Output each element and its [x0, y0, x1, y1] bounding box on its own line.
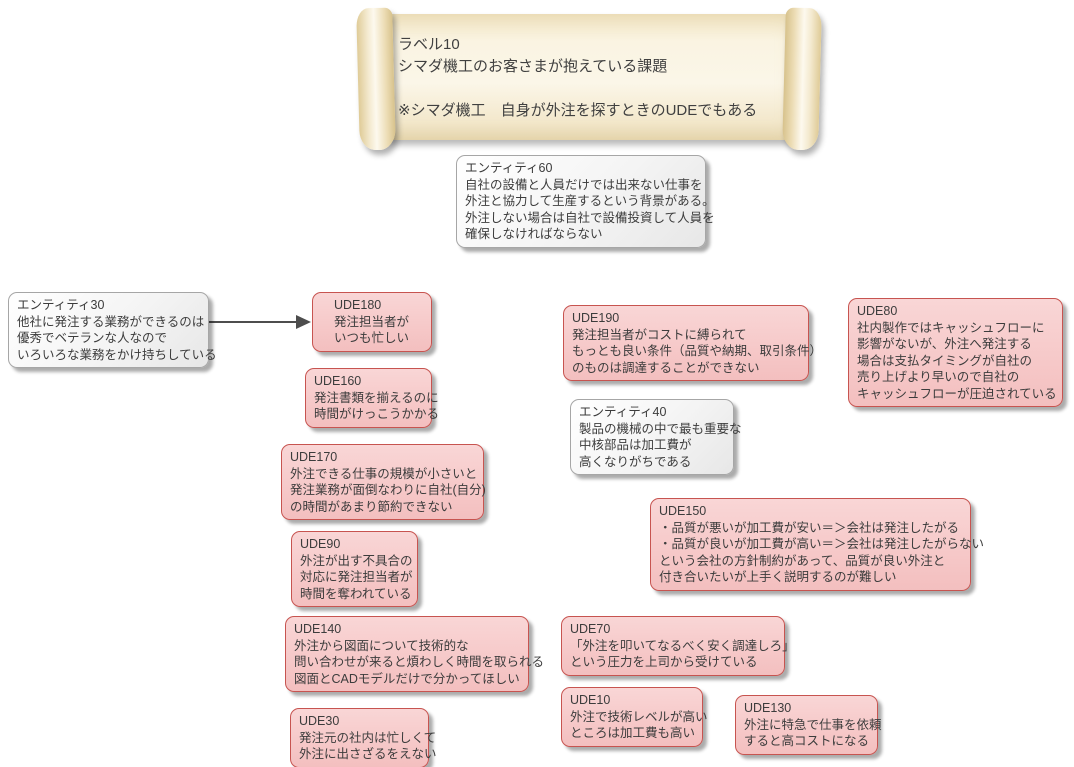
- node-ude70[interactable]: UDE70 「外注を叩いてなるべく安く調達しろ」 という圧力を上司から受けている: [561, 616, 795, 676]
- node-text-line: 発注元の社内は忙しくて: [299, 730, 437, 745]
- node-id-label: UDE190: [572, 311, 620, 325]
- node-text-line: 発注業務が面倒なわりに自社(自分): [290, 483, 486, 497]
- node-text-line: 発注担当者が: [334, 314, 410, 329]
- node-text-line: 売り上げより早いので自社の: [857, 370, 1020, 384]
- node-text-line: のものは調達することができない: [572, 360, 760, 375]
- node-text-line: 外注が出す不具合の: [300, 553, 413, 568]
- node-id-label: エンティティ60: [465, 161, 553, 175]
- node-text-line: 社内製作ではキャッシュフローに: [857, 320, 1045, 335]
- node-text-line: すると高コストになる: [744, 734, 870, 748]
- node-id-label: UDE160: [314, 374, 362, 388]
- node-ude30[interactable]: UDE30 発注元の社内は忙しくて 外注に出さざるをえない: [290, 708, 437, 767]
- node-entity60[interactable]: エンティティ60 自社の設備と人員だけでは出来ない仕事を 外注と協力して生産する…: [456, 155, 715, 248]
- node-entity40[interactable]: エンティティ40 製品の機械の中で最も重要な 中核部品は加工費が 高くなりがちで…: [570, 399, 742, 475]
- node-id-label: UDE30: [299, 714, 340, 728]
- node-id-label: UDE130: [744, 701, 792, 715]
- node-id-label: UDE80: [857, 304, 898, 318]
- node-id-label: UDE140: [294, 622, 342, 636]
- node-id-label: UDE180: [334, 298, 382, 312]
- node-text-line: 高くなりがちである: [579, 454, 692, 469]
- node-ude140[interactable]: UDE140 外注から図面について技術的な 問い合わせが来ると煩わしく時間を取ら…: [285, 616, 545, 692]
- node-id-label: UDE150: [659, 504, 707, 518]
- node-text-line: 自社の設備と人員だけでは出来ない仕事を: [465, 177, 703, 192]
- node-text-line: ・品質が悪いが加工費が安い＝＞会社は発注したがる: [659, 520, 960, 535]
- node-text-line: 外注に特急で仕事を依頼: [744, 717, 882, 732]
- banner-line: シマダ機工のお客さまが抱えている課題: [398, 58, 668, 75]
- node-text-line: 図面とCADモデルだけで分かってほしい: [294, 671, 520, 686]
- node-id-label: UDE70: [570, 622, 611, 636]
- node-text-line: いろいろな業務をかけ持ちしている: [17, 347, 217, 362]
- node-text-line: 場合は支払タイミングが自社の: [857, 353, 1033, 368]
- node-text-line: 外注から図面について技術的な: [294, 638, 469, 653]
- node-text-line: ・品質が良いが加工費が高い＝＞会社は発注したがらない: [659, 537, 985, 551]
- node-id-label: エンティティ40: [579, 405, 667, 419]
- node-text-line: 中核部品は加工費が: [579, 438, 692, 452]
- node-text-line: もっとも良い条件（品質や納期、取引条件）: [572, 344, 823, 358]
- node-text-line: 付き合いたいが上手く説明するのが難しい: [659, 570, 897, 584]
- node-ude150[interactable]: UDE150 ・品質が悪いが加工費が安い＝＞会社は発注したがる ・品質が良いが加…: [650, 498, 985, 591]
- node-text-line: ところは加工費も高い: [570, 726, 696, 740]
- scroll-parchment-body: [380, 14, 794, 140]
- node-text-line: 外注できる仕事の規模が小さいと: [290, 466, 478, 481]
- banner-line: ラベル10: [398, 36, 460, 53]
- node-text-line: 影響がないが、外注へ発注する: [857, 337, 1032, 351]
- node-text-line: 問い合わせが来ると煩わしく時間を取られる: [294, 655, 545, 669]
- node-ude190[interactable]: UDE190 発注担当者がコストに縛られて もっとも良い条件（品質や納期、取引条…: [563, 305, 823, 381]
- node-ude80[interactable]: UDE80 社内製作ではキャッシュフローに 影響がないが、外注へ発注する 場合は…: [848, 298, 1063, 407]
- banner-line: [398, 78, 790, 100]
- banner-text: ラベル10 シマダ機工のお客さまが抱えている課題 ※シマダ機工 自身が外注を探す…: [398, 34, 790, 122]
- node-ude180[interactable]: UDE180 発注担当者が いつも忙しい: [312, 292, 432, 352]
- node-ude130[interactable]: UDE130 外注に特急で仕事を依頼 すると高コストになる: [735, 695, 882, 755]
- scroll-banner[interactable]: ラベル10 シマダ機工のお客さまが抱えている課題 ※シマダ機工 自身が外注を探す…: [356, 7, 822, 151]
- node-text-line: の時間があまり節約できない: [290, 499, 453, 514]
- node-ude170[interactable]: UDE170 外注できる仕事の規模が小さいと 発注業務が面倒なわりに自社(自分)…: [281, 444, 486, 520]
- node-text-line: 時間を奪われている: [300, 586, 412, 601]
- node-text-line: いつも忙しい: [334, 331, 410, 345]
- node-text-line: 発注担当者がコストに縛られて: [572, 327, 747, 342]
- scroll-left-roll: [356, 7, 396, 151]
- node-entity30[interactable]: エンティティ30 他社に発注する業務ができるのは 優秀でベテランな人なので いろ…: [8, 292, 217, 368]
- node-text-line: 時間がけっこうかかる: [314, 407, 440, 421]
- node-text-line: 「外注を叩いてなるべく安く調達しろ」: [570, 638, 795, 653]
- node-id-label: UDE170: [290, 450, 338, 464]
- node-text-line: 外注に出さざるをえない: [299, 747, 437, 761]
- node-text-line: 発注書類を揃えるのに: [314, 390, 439, 405]
- node-text-line: 確保しなければならない: [465, 227, 603, 241]
- node-text-line: 外注しない場合は自社で設備投資して人員を: [465, 210, 715, 225]
- node-text-line: 外注で技術レベルが高い: [570, 709, 708, 724]
- node-text-line: という会社の方針制約があって、品質が良い外注と: [659, 553, 946, 568]
- node-text-line: 優秀でベテランな人なので: [17, 331, 168, 345]
- node-id-label: エンティティ30: [17, 298, 105, 312]
- node-id-label: UDE90: [300, 537, 341, 551]
- node-text-line: 対応に発注担当者が: [300, 570, 413, 584]
- node-text-line: という圧力を上司から受けている: [570, 655, 758, 669]
- node-text-line: キャッシュフローが圧迫されている: [857, 386, 1057, 401]
- node-text-line: 他社に発注する業務ができるのは: [17, 314, 205, 329]
- node-ude90[interactable]: UDE90 外注が出す不具合の 対応に発注担当者が 時間を奪われている: [291, 531, 418, 607]
- node-ude160[interactable]: UDE160 発注書類を揃えるのに 時間がけっこうかかる: [305, 368, 440, 428]
- node-ude10[interactable]: UDE10 外注で技術レベルが高い ところは加工費も高い: [561, 687, 708, 747]
- node-text-line: 製品の機械の中で最も重要な: [579, 421, 742, 436]
- banner-line: ※シマダ機工 自身が外注を探すときのUDEでもある: [398, 102, 758, 119]
- node-id-label: UDE10: [570, 693, 611, 707]
- node-text-line: 外注と協力して生産するという背景がある。: [465, 194, 715, 208]
